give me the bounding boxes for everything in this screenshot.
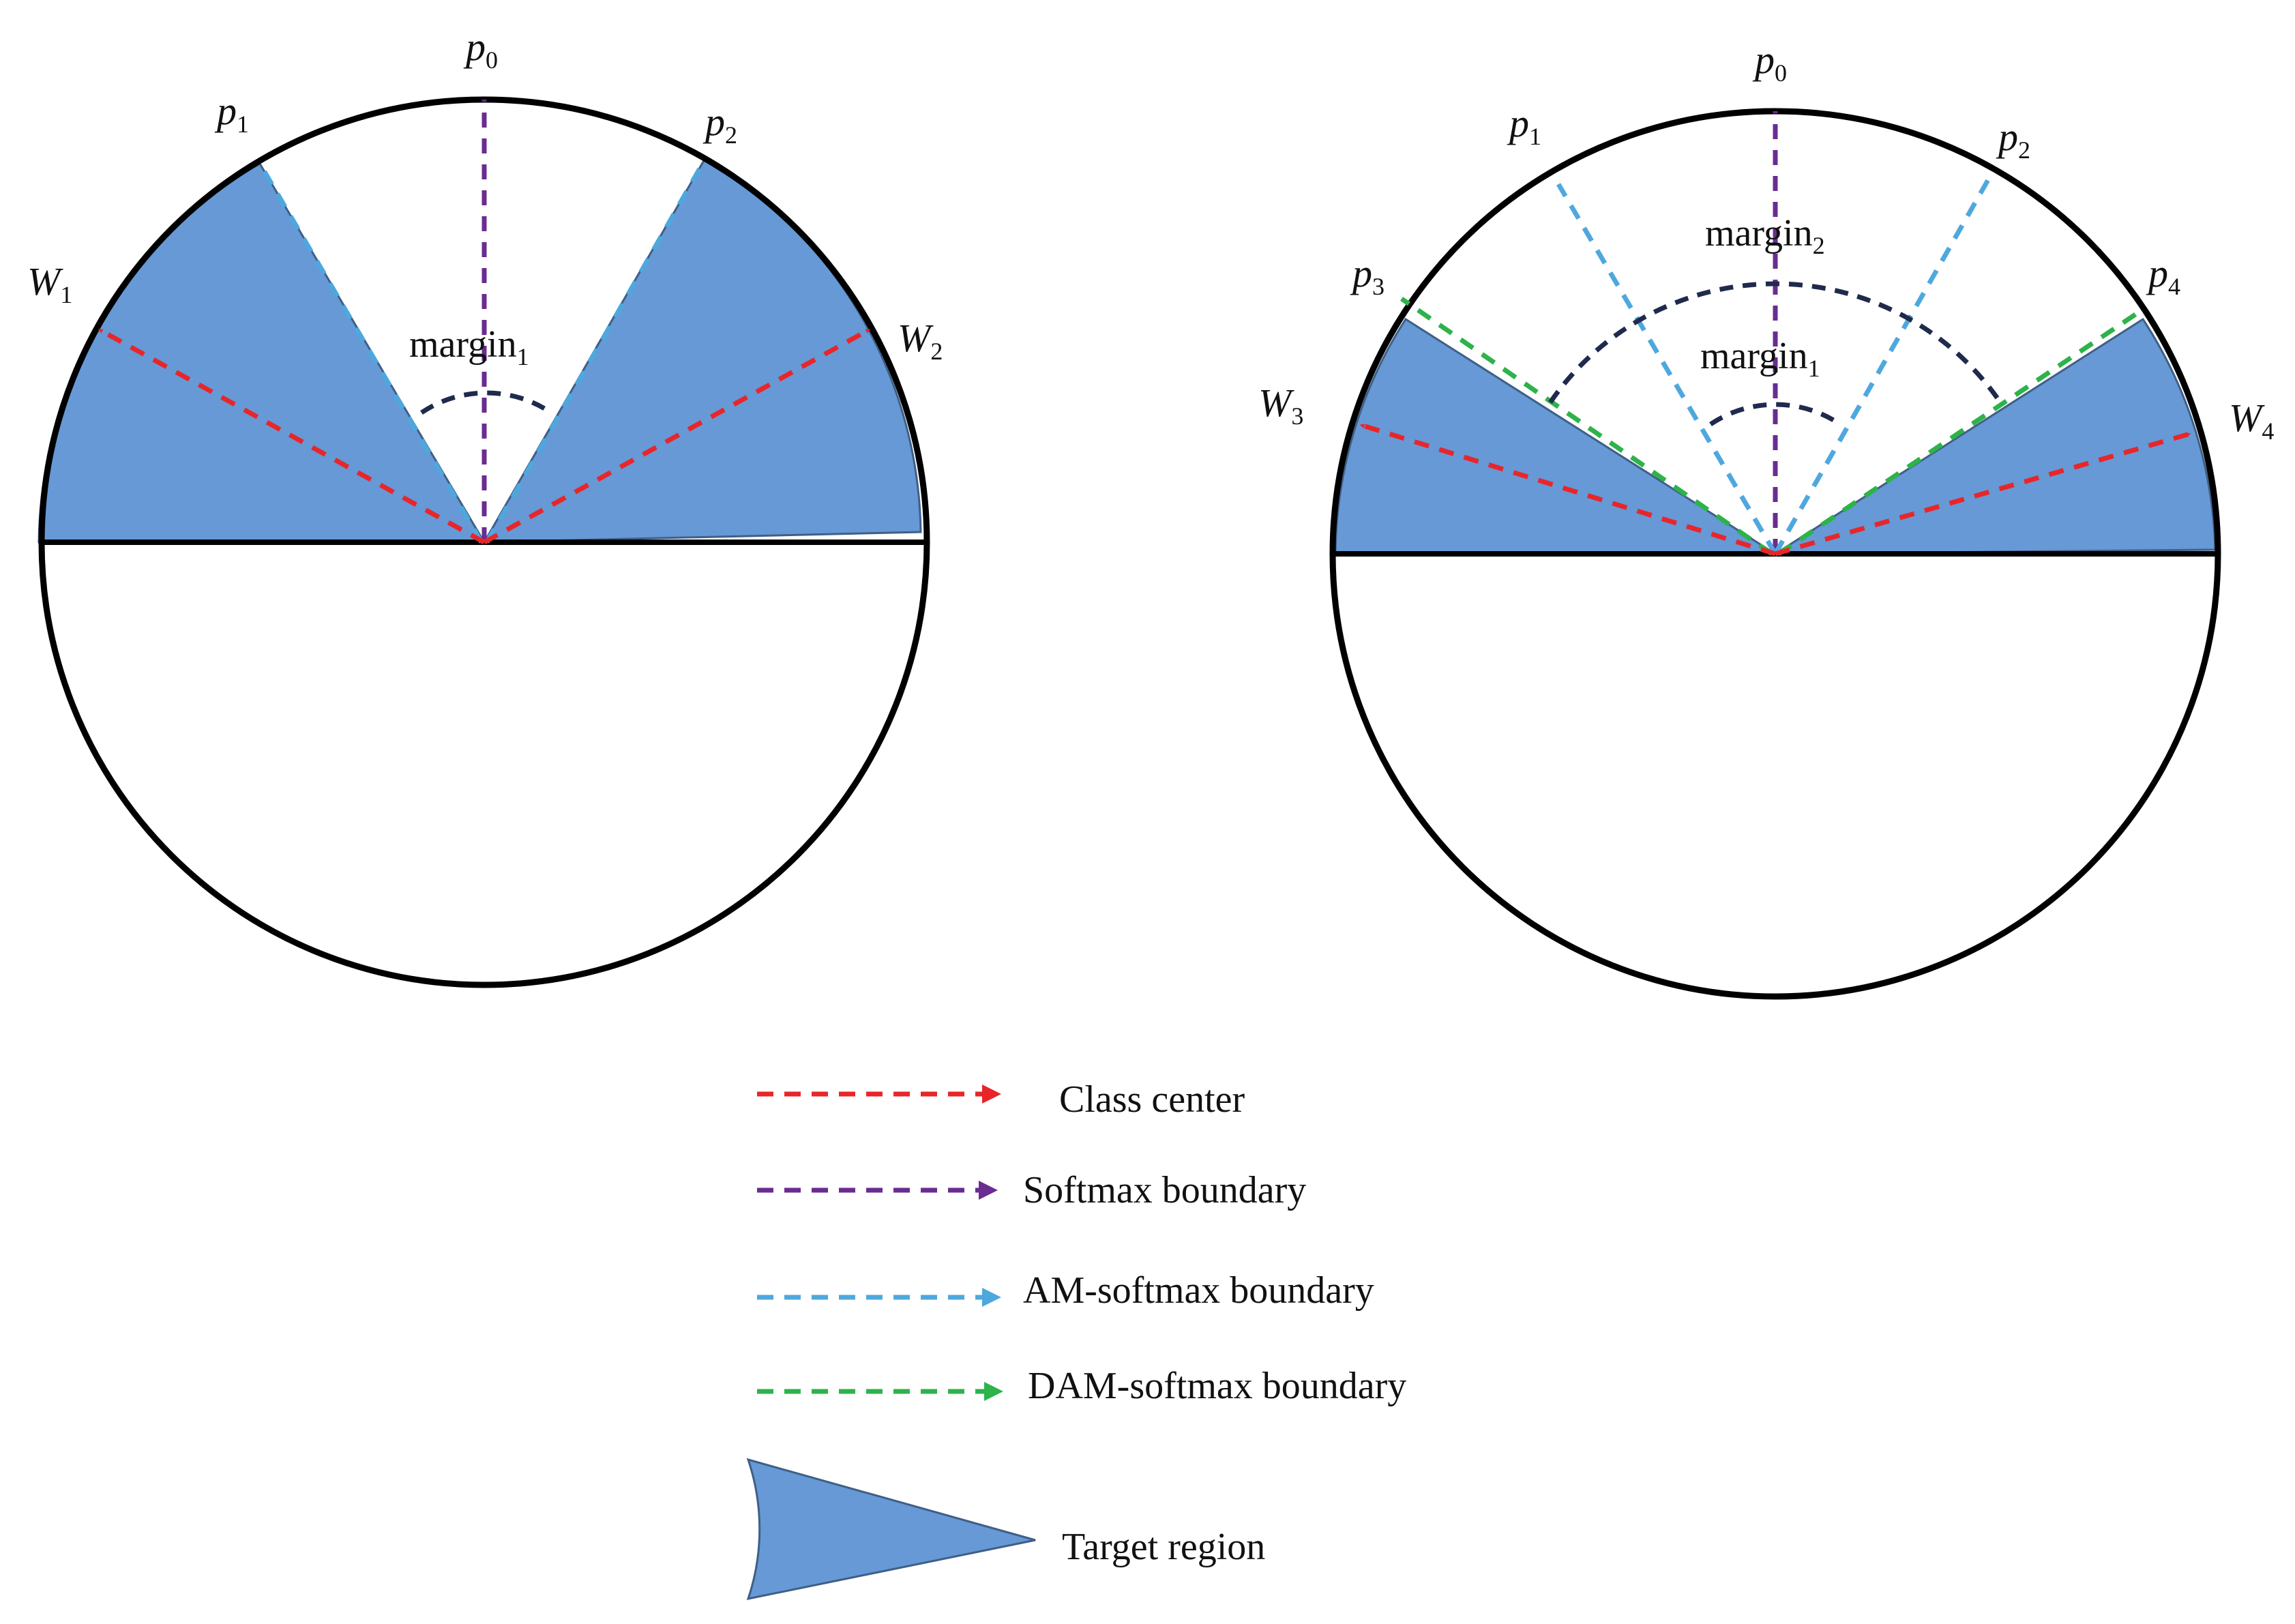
legend-dam-softmax-arrowhead — [984, 1382, 1003, 1401]
legend-target-region-shape — [746, 1458, 1036, 1600]
left-label-margin1: margin1 — [409, 323, 529, 370]
right-label-p4: p4 — [2146, 251, 2180, 300]
legend-class-center-label: Class center — [1059, 1078, 1245, 1121]
right-label-w4: W4 — [2229, 396, 2274, 445]
legend-softmax-label: Softmax boundary — [1023, 1169, 1306, 1211]
right-label-p2: p2 — [1996, 115, 2030, 164]
left-label-p1: p1 — [214, 89, 249, 138]
right-label-p0: p0 — [1752, 38, 1787, 87]
legend: Class center Softmax boundary AM-softmax… — [746, 1078, 1406, 1600]
right-dam-softmax-boundary-p3 — [1400, 297, 1773, 556]
left-margin1-arc — [420, 390, 552, 415]
legend-target-region-label: Target region — [1062, 1526, 1265, 1568]
left-am-softmax-boundary-p1 — [257, 162, 484, 544]
legend-target-region: Target region — [746, 1458, 1265, 1600]
legend-class-center: Class center — [757, 1078, 1245, 1121]
right-target-region-w4 — [1771, 317, 2217, 555]
right-margin2-arc — [1548, 281, 2002, 404]
right-am-softmax-boundary-p1 — [1556, 183, 1778, 555]
right-label-margin1: margin1 — [1700, 335, 1820, 382]
legend-softmax-arrowhead — [979, 1181, 998, 1200]
right-class-center-w3 — [1359, 422, 1777, 557]
left-label-p2: p2 — [702, 100, 737, 149]
right-label-margin2: margin2 — [1705, 212, 1825, 259]
legend-am-softmax-arrowhead — [982, 1288, 1001, 1307]
left-label-w1: W1 — [27, 259, 72, 308]
right-label-p3: p3 — [1350, 251, 1385, 300]
right-dam-softmax-boundary-p4 — [1777, 308, 2143, 556]
legend-dam-softmax-label: DAM-softmax boundary — [1028, 1365, 1406, 1407]
legend-dam-softmax: DAM-softmax boundary — [757, 1365, 1406, 1407]
left-label-w2: W2 — [898, 316, 943, 365]
legend-am-softmax: AM-softmax boundary — [757, 1269, 1374, 1312]
left-diagram: p0 p1 p2 W1 W2 margin1 — [27, 25, 943, 988]
left-label-p0: p0 — [463, 25, 498, 74]
right-diagram: p0 p1 p2 p3 p4 W3 W4 margin2 margin1 — [1258, 38, 2274, 1000]
right-label-w3: W3 — [1258, 381, 1303, 430]
left-target-region-w2 — [482, 156, 922, 544]
right-am-softmax-boundary-p2 — [1773, 177, 1992, 555]
legend-am-softmax-label: AM-softmax boundary — [1023, 1269, 1374, 1312]
left-class-center-w2 — [483, 327, 871, 545]
right-class-center-w4 — [1775, 431, 2191, 557]
right-margin1-arc — [1709, 402, 1841, 426]
right-label-p1: p1 — [1507, 101, 1541, 150]
left-class-center-w1 — [98, 327, 486, 545]
legend-class-center-arrowhead — [982, 1084, 1001, 1104]
left-am-softmax-boundary-p2 — [484, 162, 705, 544]
legend-softmax: Softmax boundary — [757, 1169, 1306, 1211]
